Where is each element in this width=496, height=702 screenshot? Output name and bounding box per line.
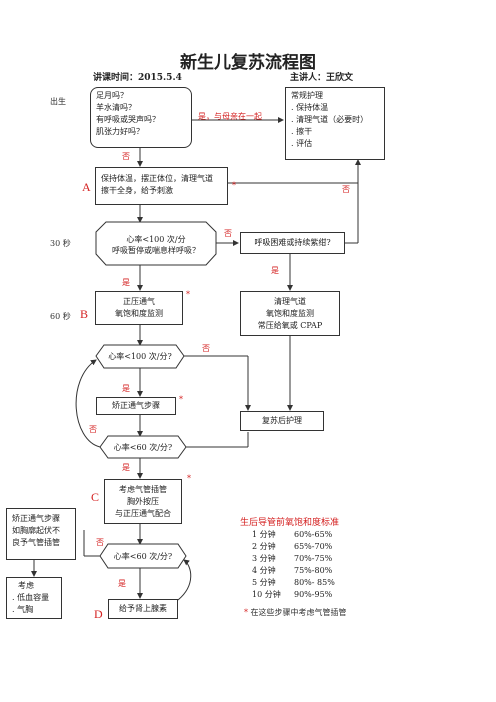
label-yes-with-mother: 是，与母亲在一起 xyxy=(198,112,262,121)
correct2-line-3: 良予气管插管 xyxy=(12,538,60,547)
label-no-routine: 否 xyxy=(342,185,350,194)
label-no-loop: 否 xyxy=(89,425,97,434)
spo2-row: 10 分钟 90%-95% xyxy=(252,589,332,601)
spo2-range: 70%-75% xyxy=(294,554,333,563)
stage-b: B xyxy=(80,307,89,321)
initial-steps-box: 保持体温，摆正体位，清理气道 擦干全身，给予刺激 xyxy=(95,167,228,205)
label-no-5: 否 xyxy=(96,538,104,547)
spo2-row: 2 分钟 65%-70% xyxy=(252,541,332,553)
correct2-line-2: 如胸廓起伏不 xyxy=(12,526,60,535)
routine-care-box: 常规护理 . 保持体温 . 清理气道（必要时） . 擦干 . 评估 xyxy=(285,87,385,160)
star-c: * xyxy=(187,474,191,483)
routine-line-1: 常规护理 xyxy=(291,91,323,100)
label-yes-1: 是 xyxy=(122,278,130,287)
consider-box: 考虑 . 低血容量 . 气胸 xyxy=(6,577,62,619)
hr60-recheck: 心率<60 次/分? xyxy=(100,551,186,562)
assess-line-4: 肌张力好吗？ xyxy=(96,127,144,136)
consider-line-1: 考虑 xyxy=(18,581,34,590)
d-line-1: 给予肾上腺素 xyxy=(119,604,167,613)
epinephrine-box: 给予肾上腺素 xyxy=(108,599,178,619)
spo2-time: 3 分钟 xyxy=(252,554,276,563)
label-yes-2: 是 xyxy=(271,266,279,275)
hr100-line-2: 呼吸暂停或喘息样呼吸？ xyxy=(112,246,200,255)
routine-line-3: . 清理气道（必要时） xyxy=(291,115,369,124)
a-line-2: 擦干全身，给予刺激 xyxy=(101,186,173,195)
hr100-line-1: 心率<100 次/分 xyxy=(126,235,186,244)
clear-line-2: 氧饱和度监测 xyxy=(266,309,314,318)
stage-c: C xyxy=(91,490,100,504)
spo2-row: 4 分钟 75%-80% xyxy=(252,565,332,577)
assess-line-3: 有呼吸或哭声吗？ xyxy=(96,115,160,124)
routine-line-4: . 擦干 xyxy=(291,127,313,136)
spo2-row: 5 分钟 80%- 85% xyxy=(252,577,335,589)
spo2-time: 4 分钟 xyxy=(252,566,276,575)
consider-line-3: . 气胸 xyxy=(12,605,34,614)
label-30s: 30 秒 xyxy=(50,239,71,248)
post-resuscitation-box: 复苏后护理 xyxy=(240,411,324,431)
compressions-box: 考虑气管插管 胸外按压 与正压通气配合 xyxy=(104,479,182,524)
correct-ventilation-box: 矫正通气步骤 xyxy=(96,397,176,415)
assess-line-1: 足月吗？ xyxy=(96,91,128,100)
label-60s: 60 秒 xyxy=(50,312,71,321)
correct-ventilation-intubation-box: 矫正通气步骤 如胸廓起伏不 良予气管插管 xyxy=(6,508,76,560)
clear-line-3: 常压给氧或 CPAP xyxy=(257,321,323,330)
label-birth: 出生 xyxy=(50,97,66,106)
stage-a: A xyxy=(82,180,91,194)
hr60-decision: 心率<60 次/分? xyxy=(100,442,186,453)
hr100-recheck: 心率<100 次/分? xyxy=(96,351,184,362)
spo2-range: 75%-80% xyxy=(294,566,333,575)
spo2-time: 1 分钟 xyxy=(252,530,276,539)
ppv-box: 正压通气 氧饱和度监测 xyxy=(95,291,183,325)
post-line-1: 复苏后护理 xyxy=(262,416,302,425)
spo2-title: 生后导管前氧饱和度标准 xyxy=(240,518,340,528)
spo2-time: 10 分钟 xyxy=(252,590,281,599)
assessment-box: 足月吗？ 羊水清吗？ 有呼吸或哭声吗？ 肌张力好吗？ xyxy=(90,87,192,148)
label-yes-5: 是 xyxy=(118,579,126,588)
routine-line-2: . 保持体温 xyxy=(291,103,329,112)
speaker: 主讲人：王欣文 xyxy=(290,73,354,83)
correct2-line-1: 矫正通气步骤 xyxy=(12,514,60,523)
breathing-difficulty-box: 呼吸困难或持续紫绀? xyxy=(240,232,345,254)
hr100-decision: 心率<100 次/分 呼吸暂停或喘息样呼吸？ xyxy=(96,234,216,256)
spo2-row: 1 分钟 60%-65% xyxy=(252,529,332,541)
consider-line-2: . 低血容量 xyxy=(12,593,50,602)
star-correct: * xyxy=(179,395,183,404)
breath-line-1: 呼吸困难或持续紫绀? xyxy=(254,238,331,247)
hr100b-line-1: 心率<100 次/分? xyxy=(108,352,172,361)
label-no-2: 否 xyxy=(224,229,232,238)
routine-line-5: . 评估 xyxy=(291,139,313,148)
ppv-line-1: 正压通气 xyxy=(123,297,155,306)
hr60b-line-1: 心率<60 次/分? xyxy=(113,552,173,561)
page-title: 新生儿复苏流程图 xyxy=(180,53,316,73)
hr60-line-1: 心率<60 次/分? xyxy=(113,443,173,452)
spo2-row: 3 分钟 70%-75% xyxy=(252,553,332,565)
star-a: * xyxy=(232,181,236,190)
ppv-line-2: 氧饱和度监测 xyxy=(115,309,163,318)
spo2-time: 5 分钟 xyxy=(252,578,276,587)
label-yes-3: 是 xyxy=(122,384,130,393)
clear-line-1: 清理气道 xyxy=(274,297,306,306)
spo2-range: 80%- 85% xyxy=(294,578,335,587)
lecture-time: 讲课时间：2015.5.4 xyxy=(93,73,182,83)
a-line-1: 保持体温，摆正体位，清理气道 xyxy=(101,174,213,183)
c-line-2: 胸外按压 xyxy=(127,497,159,506)
spo2-range: 60%-65% xyxy=(294,530,333,539)
label-no-3: 否 xyxy=(202,344,210,353)
assess-line-2: 羊水清吗？ xyxy=(96,103,136,112)
footnote: * 在这些步骤中考虑气管插管 xyxy=(244,608,347,617)
spo2-range: 90%-95% xyxy=(294,590,333,599)
correct-line-1: 矫正通气步骤 xyxy=(112,401,160,410)
label-no-1: 否 xyxy=(122,152,130,161)
clear-airway-box: 清理气道 氧饱和度监测 常压给氧或 CPAP xyxy=(240,291,340,336)
label-yes-4: 是 xyxy=(122,463,130,472)
spo2-time: 2 分钟 xyxy=(252,542,276,551)
star-b: * xyxy=(186,290,190,299)
spo2-range: 65%-70% xyxy=(294,542,333,551)
c-line-1: 考虑气管插管 xyxy=(119,485,167,494)
c-line-3: 与正压通气配合 xyxy=(115,509,171,518)
stage-d: D xyxy=(94,607,103,621)
